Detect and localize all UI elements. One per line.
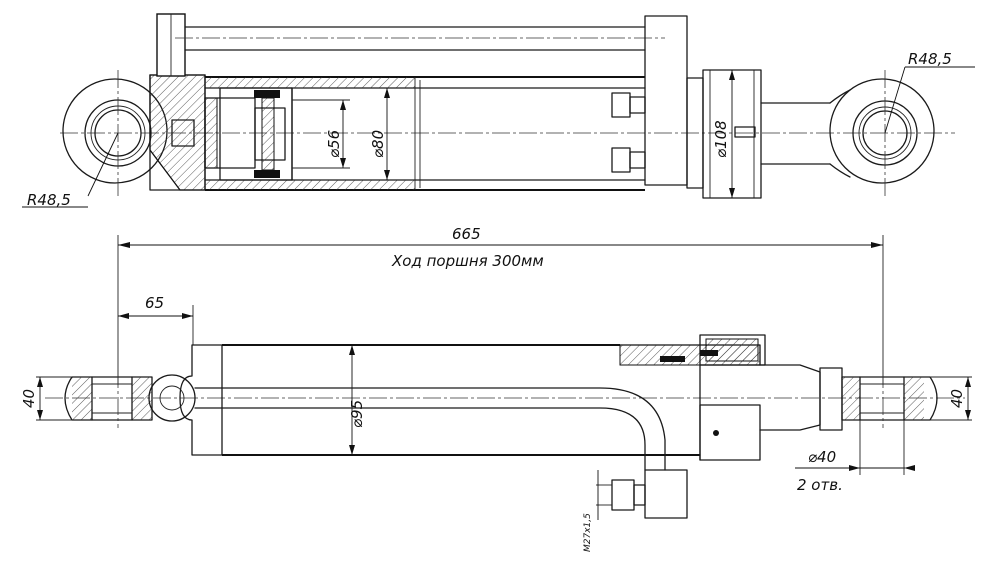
label-dia-80: ⌀80 xyxy=(369,130,387,158)
right-head xyxy=(611,15,851,199)
label-offset-65: 65 xyxy=(145,294,164,312)
label-width-left: 40 xyxy=(20,389,38,408)
label-port-thread: M27x1,5 xyxy=(583,513,593,552)
label-overall-length: 665 xyxy=(452,225,481,243)
label-dia-95: ⌀95 xyxy=(348,400,366,428)
left-ball xyxy=(148,374,196,422)
label-radius-right: R48,5 xyxy=(908,50,952,68)
label-width-right: 40 xyxy=(948,389,966,408)
label-radius-left: R48,5 xyxy=(27,191,71,209)
piston xyxy=(204,87,293,181)
label-dia-108: ⌀108 xyxy=(712,120,730,158)
label-holes: 2 отв. xyxy=(797,476,843,494)
left-ball-inner xyxy=(159,385,185,411)
right-eye xyxy=(829,70,935,196)
bottom-view: ⌀95 40 40 ⌀40 2 отв. M27x1,5 xyxy=(20,334,972,552)
hose-pipe xyxy=(194,387,688,520)
label-dia-40: ⌀40 xyxy=(808,448,836,466)
left-eye-side xyxy=(36,370,153,428)
right-eye-side xyxy=(819,367,972,431)
label-dia-56: ⌀56 xyxy=(325,130,343,158)
overall-dimensions: 665 Ход поршня 300мм 65 xyxy=(117,225,884,385)
head-side xyxy=(619,334,821,461)
leader-radius-left xyxy=(87,132,119,197)
left-end-block xyxy=(149,13,665,191)
left-cap xyxy=(179,344,223,456)
tube-side xyxy=(222,344,700,456)
left-eye xyxy=(62,70,168,196)
piston-dims xyxy=(292,88,390,180)
top-view: R48,5 R48,5 ⌀56 ⌀80 ⌀108 xyxy=(22,13,975,209)
leader-radius-right xyxy=(884,66,906,134)
label-stroke: Ход поршня 300мм xyxy=(391,252,544,270)
